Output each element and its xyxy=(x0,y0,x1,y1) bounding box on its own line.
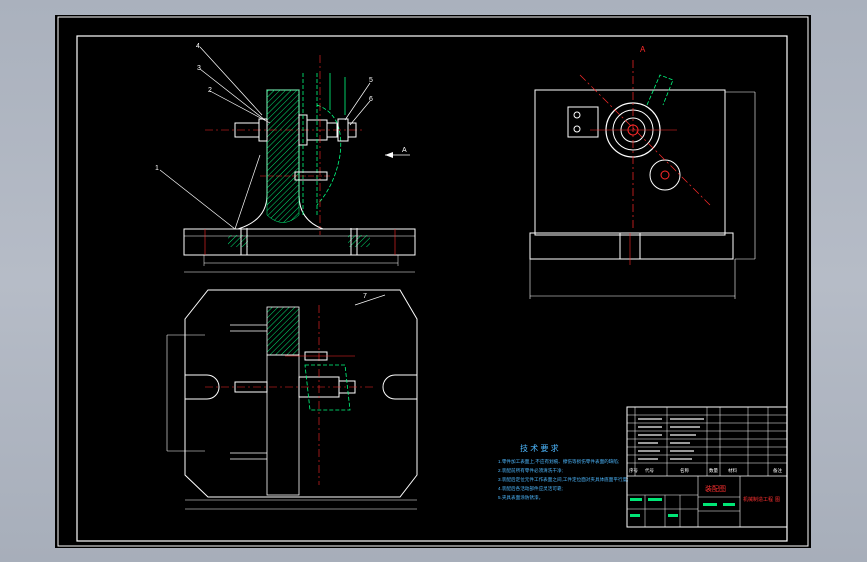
top-view xyxy=(166,289,418,510)
bom-header-code: 代号 xyxy=(645,467,654,474)
company-name: 机械制造工程 xyxy=(743,496,773,503)
balloon-7: 7 xyxy=(363,293,367,300)
bom-header-no: 序号 xyxy=(629,467,638,474)
assembly-drawing: 4 3 2 1 5 6 7 A A xyxy=(57,16,809,547)
tech-req-line-4: 4.装配后各活动部件应灵活可靠; xyxy=(498,485,563,492)
tech-requirements: 技 术 要 求 1.零件加工表面上,不应有划痕、擦伤等损伤零件表面的缺陷; 2.… xyxy=(498,443,628,501)
bom-header-name: 名称 xyxy=(680,467,689,474)
tech-req-line-2: 2.装配前所有零件必须清洗干净; xyxy=(498,467,563,474)
bom-header-material: 材料 xyxy=(728,467,737,474)
side-view xyxy=(529,60,756,299)
balloon-2: 2 xyxy=(208,87,212,94)
drawing-number: 图 xyxy=(775,497,780,503)
cad-viewport[interactable]: 4 3 2 1 5 6 7 A A xyxy=(55,15,811,548)
inner-border xyxy=(76,35,788,542)
balloon-5: 5 xyxy=(369,77,373,84)
drawing-name: 装配图 xyxy=(705,484,726,493)
tech-req-title: 技 术 要 求 xyxy=(520,443,559,453)
section-mark-a: A xyxy=(640,45,646,54)
balloon-3: 3 xyxy=(197,65,201,72)
outer-border xyxy=(57,16,809,547)
tech-req-line-5: 5.夹具表面涂防锈漆。 xyxy=(498,494,543,501)
tech-req-line-1: 1.零件加工表面上,不应有划痕、擦伤等损伤零件表面的缺陷; xyxy=(498,458,619,465)
view-arrow-label: A xyxy=(402,147,407,154)
bom-header-remark: 备注 xyxy=(773,467,782,474)
balloon-1: 1 xyxy=(155,165,159,172)
bom-header-qty: 数量 xyxy=(709,467,718,474)
front-section-view xyxy=(159,46,416,273)
title-block xyxy=(626,406,788,528)
balloon-6: 6 xyxy=(369,96,373,103)
tech-req-line-3: 3.装配后定位元件工作表面之间,工件定位面对夹具体底面平行度; xyxy=(498,476,628,483)
balloon-4: 4 xyxy=(196,43,200,50)
